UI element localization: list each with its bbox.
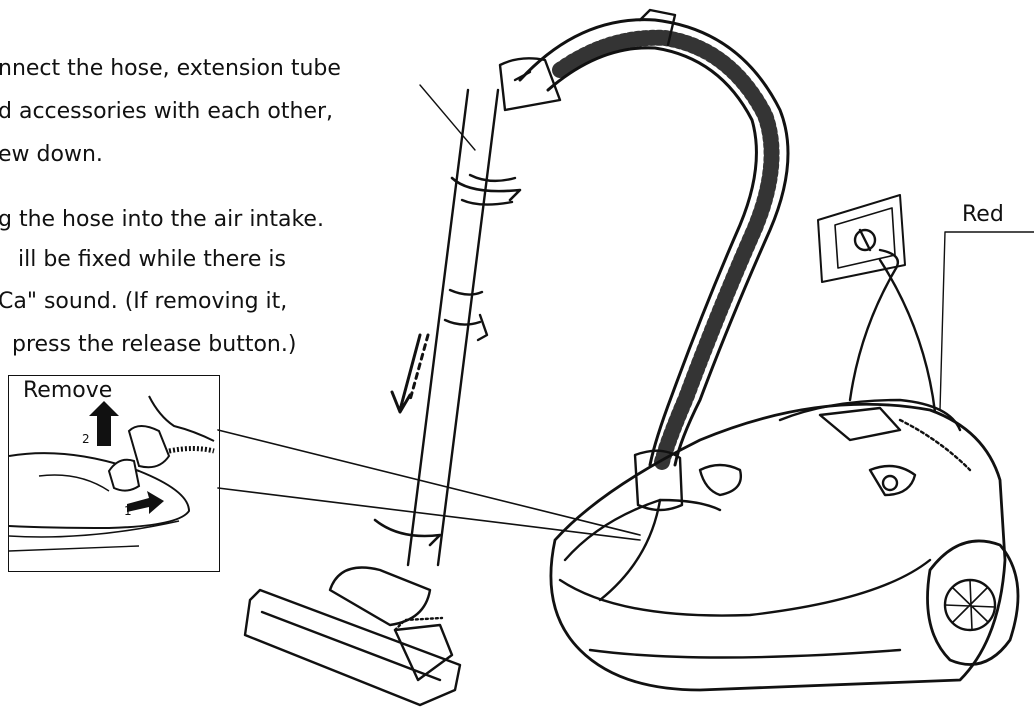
extension-tube-left (408, 90, 468, 565)
leader-line-inset-lower (218, 488, 640, 540)
extension-tube-right (438, 90, 498, 565)
leader-line-red (940, 232, 1034, 410)
